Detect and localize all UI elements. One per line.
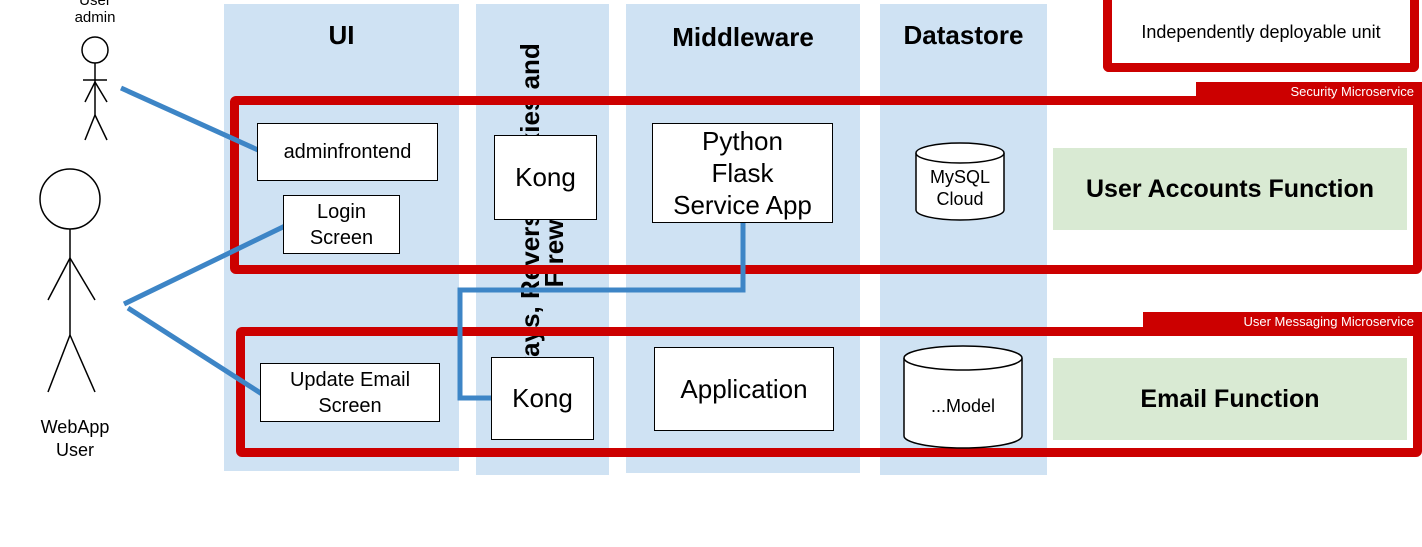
messaging-microservice-tag: User Messaging Microservice — [1143, 312, 1422, 334]
python-flask-line2: Flask — [711, 158, 774, 188]
connector-admin-to-adminfrontend — [119, 85, 260, 153]
python-flask-box: Python Flask Service App — [652, 123, 833, 223]
mysql-line2: Cloud — [936, 189, 984, 209]
admin-actor-label: User admin — [55, 0, 135, 26]
mysql-cloud-label: MySQL Cloud — [916, 166, 1004, 210]
login-screen-box: Login Screen — [283, 195, 400, 254]
adminfrontend-box: adminfrontend — [257, 123, 438, 181]
kong-security-label: Kong — [515, 162, 576, 192]
admin-actor-icon — [81, 36, 109, 141]
email-function: Email Function — [1053, 358, 1407, 440]
admin-label-line1: User — [79, 0, 111, 9]
login-screen-line1: Login — [317, 200, 366, 223]
legend-label: Independently deployable unit — [1141, 22, 1381, 42]
messaging-microservice-frame — [236, 327, 1422, 457]
mysql-cloud-cylinder-icon — [915, 142, 1005, 221]
security-microservice-tag: Security Microservice — [1196, 82, 1422, 104]
model-cylinder-icon — [903, 345, 1023, 449]
update-email-line1: Update Email — [289, 368, 411, 391]
webapp-actor-icon — [39, 168, 101, 393]
update-email-screen-box: Update Email Screen — [260, 363, 440, 422]
connector-flask-to-kong — [457, 223, 746, 401]
column-title-middleware: Middleware — [672, 22, 814, 52]
login-screen-line2: Screen — [309, 226, 374, 249]
kong-messaging-box: Kong — [491, 357, 594, 440]
update-email-line2: Screen — [318, 394, 382, 417]
kong-security-box: Kong — [494, 135, 597, 220]
python-flask-line1: Python — [702, 126, 783, 156]
kong-messaging-label: Kong — [512, 383, 573, 413]
python-flask-line3: Service App — [673, 190, 812, 220]
user-accounts-function: User Accounts Function — [1053, 148, 1407, 230]
column-title-ui: UI — [328, 20, 355, 50]
webapp-label-line2: User — [55, 440, 94, 460]
admin-label-line2: admin — [74, 9, 116, 26]
legend-frame — [1103, 0, 1419, 72]
column-title-datastore: Datastore — [903, 20, 1024, 50]
connector-webapp-to-login — [122, 223, 287, 307]
model-label: ...Model — [930, 396, 996, 416]
adminfrontend-label: adminfrontend — [283, 140, 412, 163]
connector-webapp-to-update-email — [126, 305, 264, 397]
application-label: Application — [680, 373, 808, 404]
application-box: Application — [654, 347, 834, 431]
security-microservice-frame — [230, 96, 1422, 274]
webapp-actor-label: WebApp User — [25, 416, 125, 462]
webapp-label-line1: WebApp — [40, 417, 110, 437]
mysql-line1: MySQL — [929, 167, 990, 187]
